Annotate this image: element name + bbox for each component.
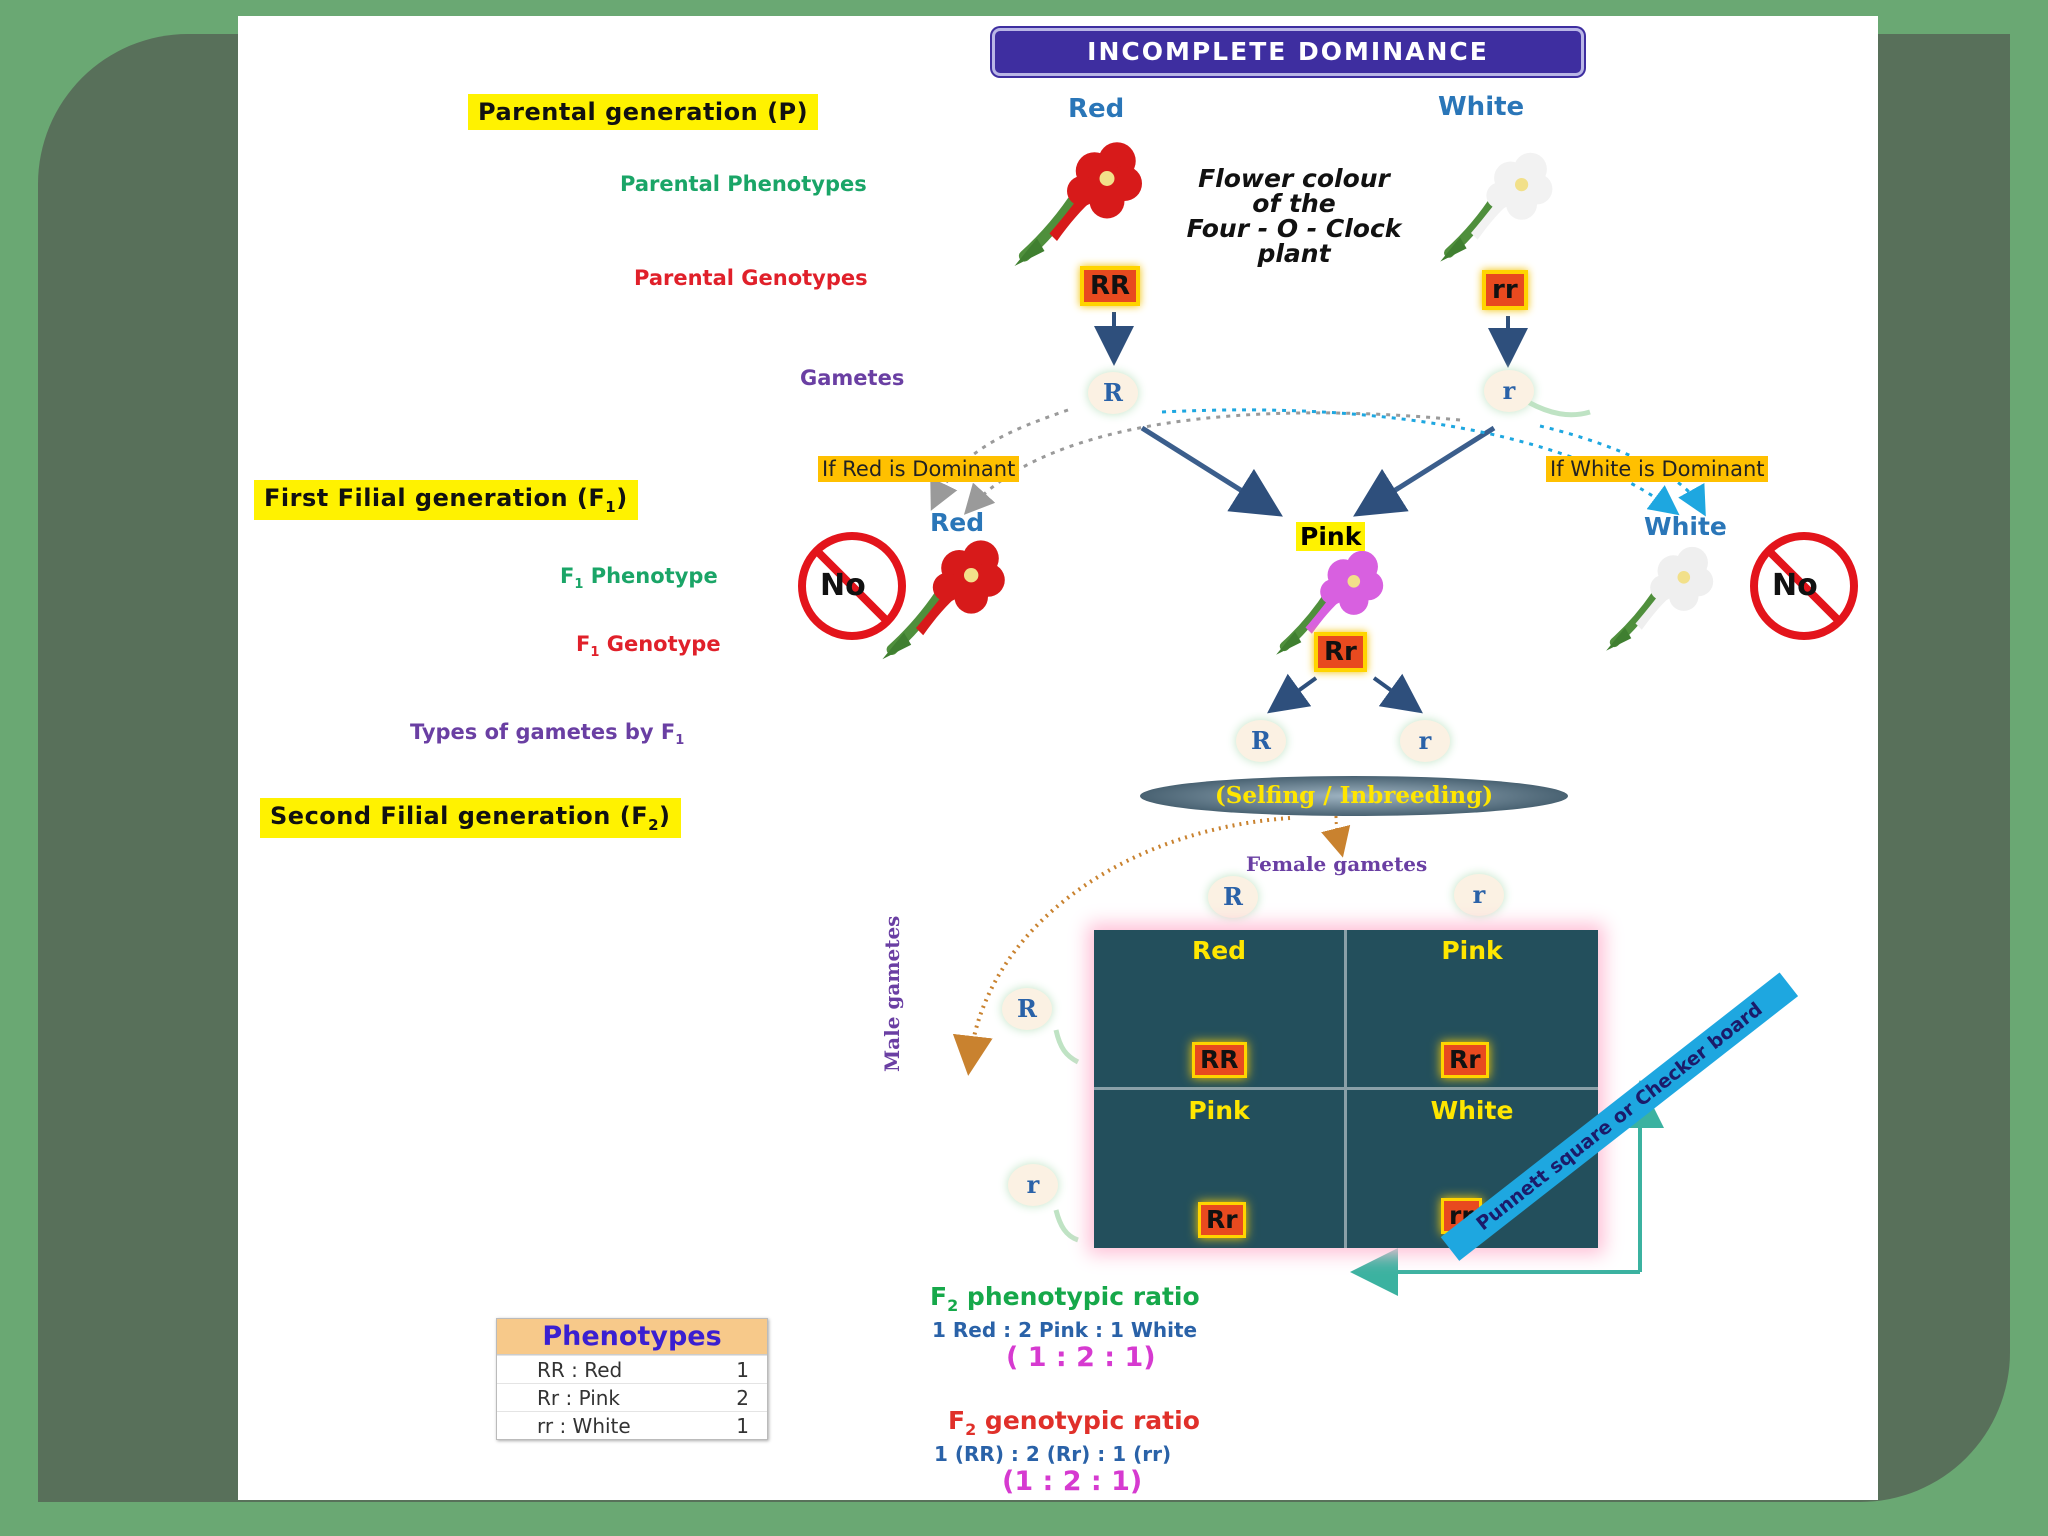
diagram-title: INCOMPLETE DOMINANCE xyxy=(992,28,1584,76)
dotted-arrow-red-dominant-2 xyxy=(963,411,1461,515)
phenotypes-table-header: Phenotypes xyxy=(497,1319,767,1355)
types-of-gametes-label: Types of gametes by F1 xyxy=(410,720,685,749)
f2-phenotypic-ratio-value: ( 1 : 2 : 1) xyxy=(1006,1342,1156,1373)
dotted-arrow-white-dominant xyxy=(1161,408,1680,516)
flower-caption: Flower colour of the Four - O - Clock pl… xyxy=(1186,164,1402,268)
parent-gamete-recessive: r xyxy=(1484,370,1534,412)
parent-red-label: Red xyxy=(1068,94,1125,124)
f1-gamete-recessive: r xyxy=(1400,720,1450,762)
f2-phenotypic-ratio-title: F2 phenotypic ratio xyxy=(930,1282,1200,1315)
dotted-arrow-red-dominant xyxy=(930,408,1069,511)
male-gametes-label: Male gametes xyxy=(880,915,904,1072)
female-gamete-dominant: R xyxy=(1208,876,1258,918)
male-gamete-dominant: R xyxy=(1002,988,1052,1030)
selfing-banner: (Selfing / Inbreeding) xyxy=(1140,776,1568,816)
arrow-rsmall-to-pink xyxy=(1353,425,1496,517)
punnett-square: Red RR Pink Rr Pink Rr White rr xyxy=(1094,930,1598,1248)
f1-genotype-label: F1 Genotype xyxy=(576,632,721,661)
first-filial-generation-label: First Filial generation (F1) xyxy=(254,480,638,520)
diagram-sheet xyxy=(238,16,1878,1500)
second-filial-generation-label: Second Filial generation (F2) xyxy=(260,798,681,838)
arrow-r-to-pink xyxy=(1140,425,1283,517)
f1-genotype: Rr xyxy=(1314,632,1367,672)
f2-genotypic-ratio-text: 1 (RR) : 2 (Rr) : 1 (rr) xyxy=(934,1442,1172,1466)
parent-genotype-rr-recessive: rr xyxy=(1482,270,1528,310)
parent-genotype-rr-dominant: RR xyxy=(1080,266,1141,306)
parental-generation-label: Parental generation (P) xyxy=(468,94,819,130)
if-red-dominant-label: If Red is Dominant xyxy=(818,456,1020,482)
no-sign-right xyxy=(1750,532,1858,640)
f1-pink-label: Pink xyxy=(1296,522,1366,551)
male-gamete-recessive: r xyxy=(1008,1164,1058,1206)
parent-white-label: White xyxy=(1438,92,1525,122)
f1-red-label: Red xyxy=(930,508,985,537)
f1-gamete-dominant: R xyxy=(1236,720,1286,762)
no-sign-left xyxy=(798,532,906,640)
selfing-arrow-female xyxy=(1321,815,1351,858)
no-text-left: No xyxy=(820,568,866,603)
arrow-rr-to-gamete-r xyxy=(1267,673,1318,714)
punnett-cell-rr-1: Pink Rr xyxy=(1347,930,1597,1087)
f2-phenotypic-ratio-text: 1 Red : 2 Pink : 1 White xyxy=(932,1318,1198,1342)
if-white-dominant-label: If White is Dominant xyxy=(1546,456,1769,482)
no-text-right: No xyxy=(1772,568,1818,603)
parental-genotypes-label: Parental Genotypes xyxy=(634,266,868,290)
punnett-cell-rr-dominant: Red RR xyxy=(1094,930,1344,1087)
female-gametes-label: Female gametes xyxy=(1246,852,1428,876)
f1-white-label: White xyxy=(1644,512,1727,541)
red-parent-flower xyxy=(1015,142,1143,266)
white-parent-flower xyxy=(1440,153,1552,262)
f1-phenotype-label: F1 Phenotype xyxy=(560,564,718,593)
f2-genotypic-ratio-value: (1 : 2 : 1) xyxy=(1002,1466,1143,1497)
white-f1-flower xyxy=(1606,547,1713,651)
arrow-rr-to-gamete-rsmall xyxy=(1372,673,1423,714)
punnett-cell-rr-2: Pink Rr xyxy=(1094,1090,1344,1247)
parental-phenotypes-label: Parental Phenotypes xyxy=(620,172,867,196)
f2-genotypic-ratio-title: F2 genotypic ratio xyxy=(948,1406,1200,1439)
parent-gamete-dominant: R xyxy=(1088,372,1138,414)
female-gamete-recessive: r xyxy=(1454,874,1504,916)
gametes-label: Gametes xyxy=(800,366,905,390)
